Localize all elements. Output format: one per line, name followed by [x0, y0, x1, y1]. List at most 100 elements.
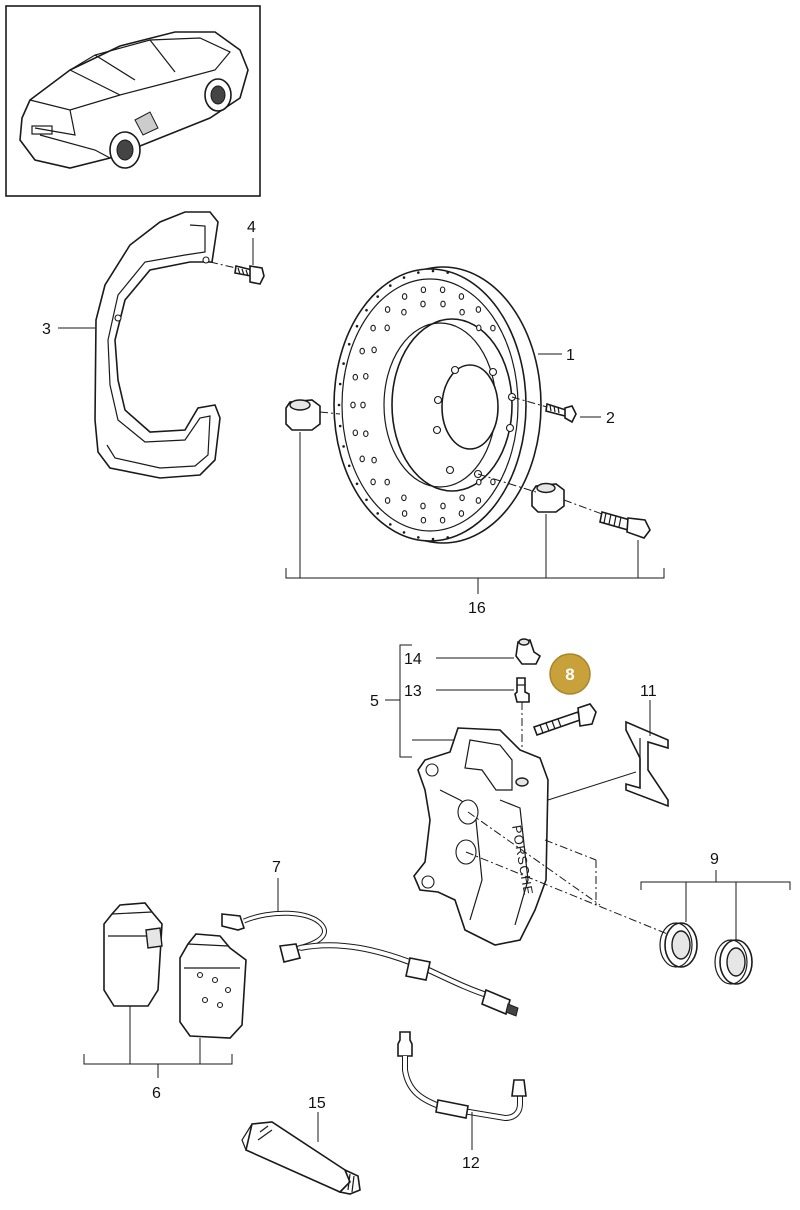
disc-edge-vent	[355, 324, 359, 328]
disc-edge-vent	[389, 284, 392, 287]
disc-hole	[401, 308, 407, 316]
disc-hole	[384, 497, 391, 504]
disc-hole	[458, 510, 465, 517]
callout-8: 8	[565, 665, 574, 684]
disc-hole	[401, 293, 408, 300]
part-9-seal-2	[714, 939, 753, 985]
disc-hole	[371, 456, 377, 464]
spacer-bushing-left	[285, 399, 321, 431]
disc-hole	[475, 497, 482, 504]
callout-5: 5	[370, 693, 379, 710]
disc-hole	[401, 510, 408, 517]
axis-bushing-left	[319, 411, 341, 415]
disc-edge-vent	[342, 362, 345, 365]
disc-edge-vent	[389, 523, 392, 526]
group-bracket-6	[83, 1006, 233, 1078]
part-1-brake-disc	[333, 266, 542, 544]
disc-hole	[420, 300, 426, 308]
disc-hole	[420, 516, 427, 524]
disc-hole	[352, 373, 359, 381]
callout-15: 15	[308, 1095, 326, 1112]
callout-14: 14	[404, 651, 422, 668]
callout-9: 9	[710, 851, 719, 868]
callout-3: 3	[42, 321, 51, 338]
disc-edge-vent	[431, 269, 435, 273]
disc-hole	[401, 494, 407, 502]
callout-4: 4	[247, 219, 256, 236]
group-bracket-9	[640, 870, 791, 940]
disc-hole	[384, 324, 390, 332]
disc-hole	[420, 502, 426, 510]
disc-edge-vent	[376, 295, 380, 298]
disc-edge-vent	[365, 308, 368, 312]
wheel-bolt	[599, 510, 651, 539]
disc-edge-vent	[402, 531, 406, 534]
disc-hole	[440, 502, 446, 510]
part-7-wear-sensor	[221, 910, 519, 1017]
car-illustration	[19, 31, 249, 169]
callout-11: 11	[640, 683, 657, 700]
callout-16: 16	[468, 600, 486, 617]
disc-edge-vent	[402, 276, 406, 279]
part-6-brake-pad-1	[103, 902, 163, 1007]
disc-edge-vent	[338, 382, 342, 386]
callout-2: 2	[606, 410, 615, 427]
disc-hole	[371, 346, 377, 354]
part-8-caliper-bolt	[532, 703, 597, 737]
disc-edge-vent	[417, 271, 420, 274]
disc-hole	[370, 478, 376, 486]
part-12-brake-hose	[397, 1031, 527, 1122]
disc-hole	[359, 455, 365, 463]
part-14-bleeder-cap	[515, 638, 542, 665]
disc-edge-vent	[365, 498, 368, 502]
part-11-spreader-spring	[625, 720, 669, 808]
part-8-highlight-badge: 8	[549, 653, 591, 695]
axis-4	[209, 261, 237, 269]
disc-hole	[458, 293, 465, 300]
part-3-splash-shield	[94, 211, 221, 479]
part-15-paste-tube	[241, 1121, 361, 1195]
disc-hole	[384, 478, 390, 486]
disc-edge-vent	[376, 512, 380, 515]
disc-hole	[439, 516, 446, 524]
axis-piston-upper	[467, 811, 601, 906]
disc-hole	[440, 300, 446, 308]
disc-edge-vent	[337, 403, 341, 407]
disc-hole	[475, 306, 482, 313]
disc-hole	[363, 430, 369, 438]
callout-7: 7	[272, 859, 281, 876]
part-13-bleeder-valve	[514, 677, 530, 703]
callout-13: 13	[404, 683, 422, 700]
axis-wheel-bolt	[563, 499, 603, 515]
part-9-seal-1	[659, 922, 698, 968]
disc-edge-vent	[446, 271, 450, 274]
group-bracket-16	[285, 432, 665, 594]
part-2-screw	[545, 402, 577, 424]
disc-hole	[490, 478, 496, 486]
disc-hole	[476, 324, 482, 332]
disc-edge-vent	[417, 536, 420, 539]
group-bracket-5	[385, 644, 458, 758]
disc-vent-holes	[337, 269, 496, 541]
disc-hole	[363, 372, 369, 380]
disc-edge-vent	[431, 537, 435, 541]
disc-edge-vent	[347, 342, 351, 346]
disc-hole	[420, 286, 427, 294]
brake-caliper: PORSCHE	[413, 727, 549, 946]
disc-edge-vent	[446, 536, 450, 539]
callout-6: 6	[152, 1085, 161, 1102]
disc-hole	[476, 478, 482, 486]
disc-hole	[350, 401, 356, 409]
disc-hole	[459, 494, 465, 502]
disc-edge-vent	[355, 482, 359, 486]
axis-piston-lower	[465, 851, 671, 936]
disc-hole	[459, 308, 465, 316]
part-6-brake-pad-2	[179, 933, 247, 1039]
disc-edge-vent	[347, 464, 351, 468]
disc-hole	[359, 347, 365, 355]
callout-1: 1	[566, 347, 575, 364]
disc-hole	[370, 324, 376, 332]
disc-hole	[360, 401, 366, 409]
disc-edge-vent	[342, 445, 345, 448]
